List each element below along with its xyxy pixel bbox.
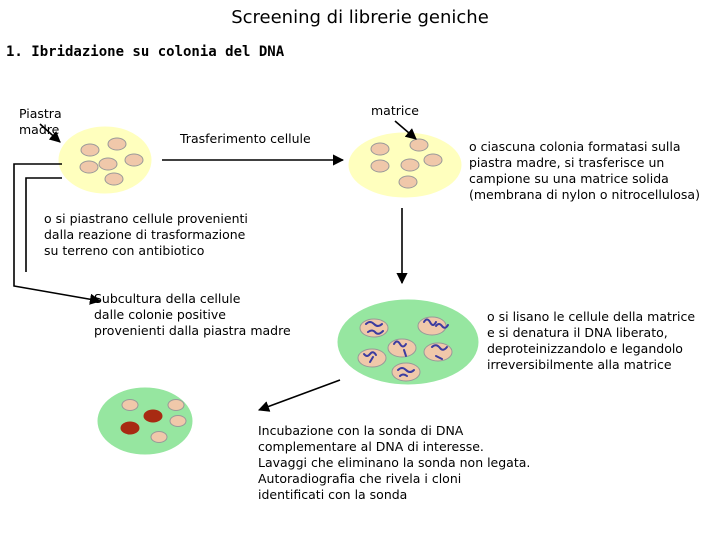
note-lisano: o si lisano le cellule della matrice e s… bbox=[487, 309, 696, 372]
colony bbox=[169, 415, 187, 427]
colony bbox=[150, 431, 168, 443]
lysed-matrix-plate bbox=[337, 299, 479, 385]
matrice-label: matrice bbox=[371, 103, 419, 118]
page-title: Screening di librerie geniche bbox=[231, 7, 489, 28]
dna-strand bbox=[393, 340, 407, 357]
colony bbox=[104, 172, 124, 186]
matrix-plate bbox=[348, 132, 462, 198]
section-heading: 1. Ibridazione su colonia del DNA bbox=[6, 44, 285, 60]
dna-strand bbox=[431, 344, 448, 360]
piastra-label-arrow bbox=[39, 123, 61, 143]
colony bbox=[423, 153, 443, 167]
subculture-inner-line bbox=[25, 177, 62, 272]
master-plate bbox=[58, 126, 152, 194]
colony bbox=[370, 142, 390, 156]
dna-strand bbox=[397, 367, 415, 377]
note-subcultura: Subcultura della cellule dalle colonie p… bbox=[94, 291, 291, 338]
colony bbox=[121, 399, 139, 411]
lysed-colony bbox=[387, 338, 417, 358]
dna-strand bbox=[363, 351, 377, 363]
positive-colony bbox=[143, 409, 163, 423]
dna-strand bbox=[423, 318, 449, 329]
colony bbox=[107, 137, 127, 151]
lysed-colony bbox=[391, 362, 421, 382]
subculture-outer-arrow bbox=[13, 163, 102, 305]
trasferimento-label: Trasferimento cellule bbox=[180, 131, 311, 146]
colony bbox=[409, 138, 429, 152]
colony bbox=[400, 158, 420, 172]
piastra-madre-label: Piastra madre bbox=[19, 106, 62, 137]
lysed-colony bbox=[423, 342, 453, 362]
colony bbox=[398, 175, 418, 189]
positive-colony bbox=[120, 421, 140, 435]
colony bbox=[80, 143, 100, 157]
colony bbox=[79, 160, 99, 174]
result-plate bbox=[97, 387, 193, 455]
note-piastrano: o si piastrano cellule provenienti dalla… bbox=[44, 211, 248, 258]
colony bbox=[167, 399, 185, 411]
note-colonia: o ciascuna colonia formatasi sulla piast… bbox=[469, 139, 700, 202]
colony bbox=[370, 159, 390, 173]
lysed-colony bbox=[359, 318, 389, 338]
incubation-arrow bbox=[257, 379, 341, 412]
dna-strand bbox=[365, 321, 384, 335]
colony bbox=[124, 153, 144, 167]
note-incubazione: Incubazione con la sonda di DNA compleme… bbox=[258, 423, 531, 502]
matrice-label-arrow bbox=[394, 120, 417, 140]
colony bbox=[98, 157, 118, 171]
